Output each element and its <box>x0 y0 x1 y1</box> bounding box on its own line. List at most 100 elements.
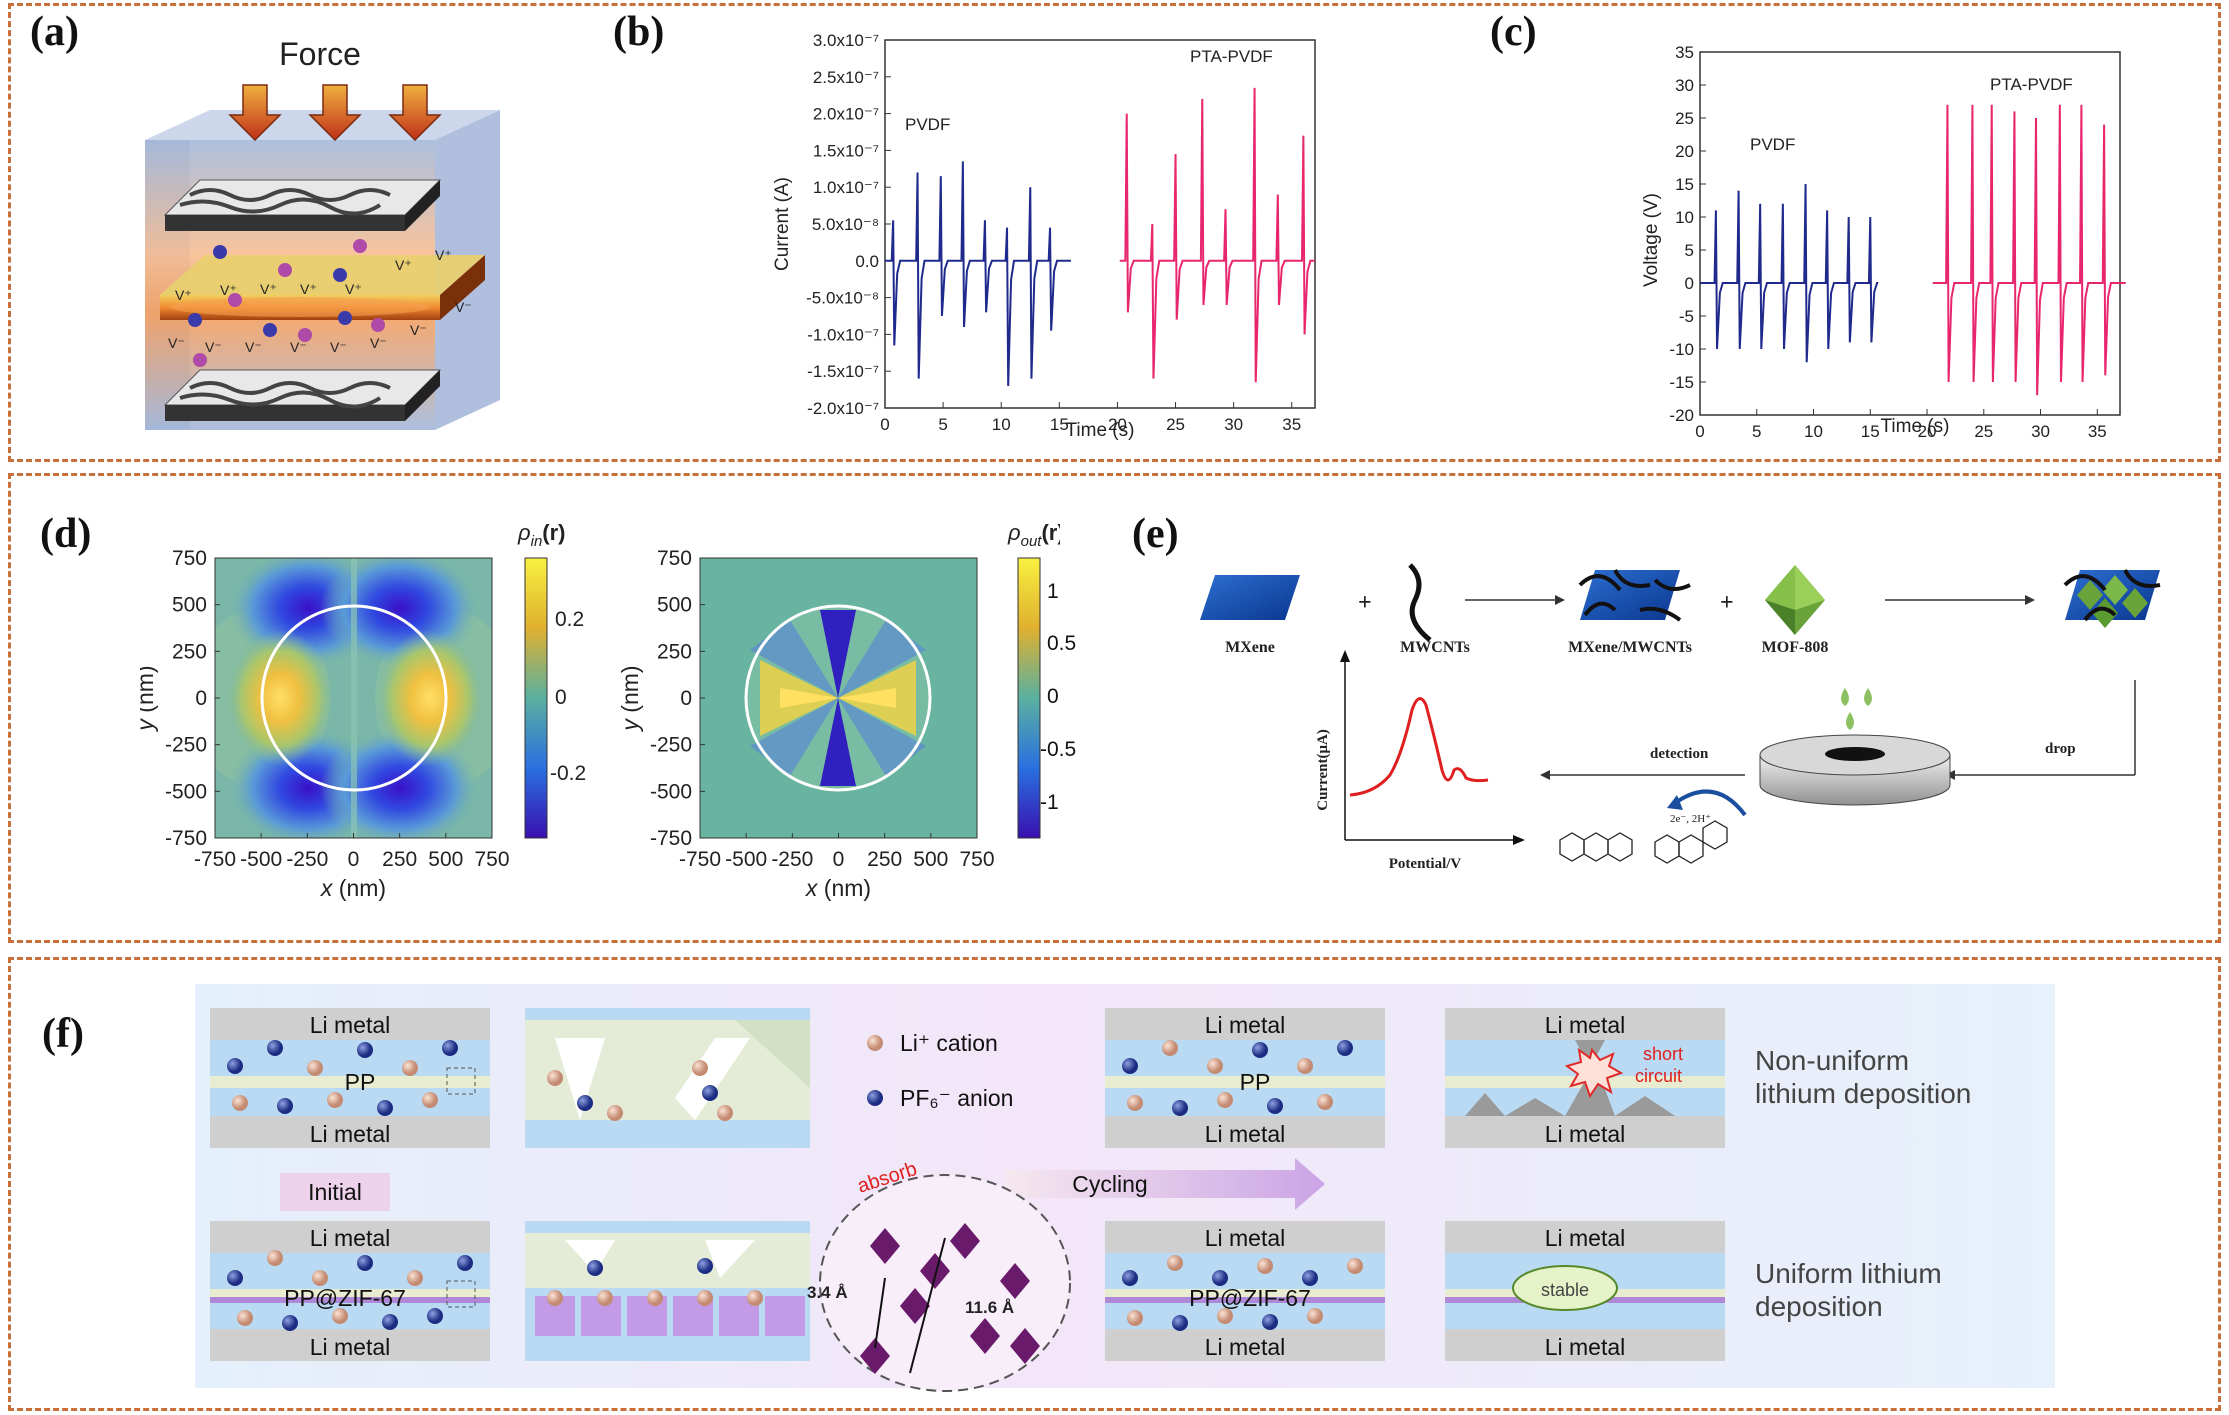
y-axis-title: Voltage (V) <box>1641 193 1662 287</box>
svg-text:-0.2: -0.2 <box>550 762 586 785</box>
panel-label-d: (d) <box>40 511 92 557</box>
svg-text:Li metal: Li metal <box>1205 1225 1286 1251</box>
piezo-film <box>160 255 485 320</box>
x-tick-label: 750 <box>474 848 509 871</box>
svg-text:V⁻: V⁻ <box>290 339 307 355</box>
y-tick-label: 20 <box>1675 142 1694 161</box>
y-tick-label: 500 <box>172 594 207 617</box>
panel-label-c: (c) <box>1490 9 1537 55</box>
x-tick-label: 25 <box>1166 415 1185 434</box>
svg-text:Li metal: Li metal <box>1545 1121 1626 1147</box>
x-tick-label: 15 <box>1861 422 1880 441</box>
cell-pp-cycled: Li metal Li metal PP <box>1105 1008 1385 1148</box>
x-tick-label: -750 <box>194 848 236 871</box>
panel-label-e: (e) <box>1132 511 1179 557</box>
ion-legend: Li⁺ cation PF₆⁻ anion <box>867 1030 1013 1111</box>
y-tick-label: -1.0x10⁻⁷ <box>807 325 879 344</box>
y-tick-label: 30 <box>1675 76 1694 95</box>
cell-pp-zif67-initial: Li metal Li metal PP@ZIF-67 <box>210 1221 490 1361</box>
svg-text:Uniform lithium: Uniform lithium <box>1755 1258 1942 1289</box>
molecule-quinone <box>1559 832 1633 862</box>
svg-text:Li metal: Li metal <box>1205 1012 1286 1038</box>
svg-text:MOF-808: MOF-808 <box>1762 639 1829 656</box>
ion-particle <box>237 1310 253 1326</box>
colorbar-left <box>524 557 548 839</box>
svg-text:V⁺: V⁺ <box>300 281 317 297</box>
svg-text:MXene: MXene <box>1225 639 1275 656</box>
cbar-right-tick: -0.5 <box>1040 738 1077 761</box>
svg-text:0: 0 <box>555 686 567 709</box>
x-tick-label: 5 <box>938 415 947 434</box>
y-tick-label: 0 <box>1685 274 1694 293</box>
ion-particle <box>647 1290 663 1306</box>
svg-text:PP: PP <box>1240 1069 1271 1095</box>
ion-particle <box>1267 1098 1283 1114</box>
svg-text:Non-uniform: Non-uniform <box>1755 1045 1909 1076</box>
svg-text:V⁺: V⁺ <box>220 282 237 298</box>
plot-frame <box>884 39 1316 409</box>
x-tick-label: -250 <box>286 848 328 871</box>
svg-text:lithium deposition: lithium deposition <box>1755 1078 1971 1109</box>
ion-particle <box>1217 1092 1233 1108</box>
ion-particle <box>407 1270 423 1286</box>
x-tick-label: 250 <box>382 848 417 871</box>
cv-curve <box>1349 697 1489 797</box>
drop-icon <box>1841 688 1872 730</box>
x-tick-label: 30 <box>1224 415 1243 434</box>
mxene-mwcnt-composite <box>1578 569 1691 622</box>
svg-text:detection: detection <box>1650 746 1709 762</box>
cell-pp-initial: Li metal Li metal PP <box>210 1008 490 1148</box>
ion-particle <box>357 1042 373 1058</box>
ion-particle <box>1262 1314 1278 1330</box>
charge-labels: V⁺ V⁺ V⁺ V⁺ V⁺ V⁺ V⁺ V⁻ V⁻ V⁻ V⁻ V⁻ V⁻ V… <box>168 247 472 355</box>
svg-text:V⁻: V⁻ <box>370 335 387 351</box>
x-tick-label: -250 <box>771 848 813 871</box>
rho-out-map <box>700 558 977 838</box>
rho-in-map <box>215 558 492 838</box>
short-circuit-icon <box>1564 1047 1624 1099</box>
ion-particle <box>1172 1100 1188 1116</box>
panel-label-f: (f) <box>42 1011 84 1057</box>
ion-particle <box>1347 1258 1363 1274</box>
svg-text:V⁻: V⁻ <box>455 299 472 315</box>
ion-particle <box>607 1105 623 1121</box>
x-tick-label: -500 <box>240 848 282 871</box>
y-tick-label: -10 <box>1669 340 1694 359</box>
ion-particle <box>747 1290 763 1306</box>
ion-particle <box>577 1095 593 1111</box>
x-tick-label: 30 <box>2031 422 2050 441</box>
y-tick-label: -500 <box>165 780 207 803</box>
y-tick-label: -5 <box>1679 307 1694 326</box>
y-tick-label: -15 <box>1669 373 1694 392</box>
y-tick-label: 250 <box>657 640 692 663</box>
redox-arrow <box>1673 789 1747 817</box>
ion-particle <box>1127 1310 1143 1326</box>
cell-pp-zif67-cycled: Li metal Li metal PP@ZIF-67 <box>1105 1221 1385 1361</box>
svg-text:0.2: 0.2 <box>555 608 584 631</box>
svg-text:short: short <box>1643 1044 1683 1064</box>
cell-pp-short-circuit: Li metal Li metal short circuit <box>1445 1008 1725 1148</box>
y-tick-label: 0 <box>680 687 692 710</box>
svg-text:+: + <box>1358 590 1372 616</box>
x-tick-label: -500 <box>725 848 767 871</box>
current-chart: 3.0x10⁻⁷2.5x10⁻⁷2.0x10⁻⁷1.5x10⁻⁷1.0x10⁻⁷… <box>772 31 1316 441</box>
x-axis-title: x (nm) <box>805 875 871 901</box>
frame-middle <box>8 473 2221 943</box>
series-label-pvdf: PVDF <box>905 115 950 134</box>
ion-particle <box>277 1098 293 1114</box>
x-tick-label: -750 <box>679 848 721 871</box>
separator-scheme: Li metal Li metal PP Li⁺ cation PF₆⁻ ani… <box>195 984 2055 1392</box>
svg-text:Current(μA): Current(μA) <box>1315 729 1331 811</box>
ion-particle <box>457 1255 473 1271</box>
svg-text:MWCNTs: MWCNTs <box>1400 639 1470 656</box>
y-tick-label: 0 <box>195 687 207 710</box>
cbar-right-tick: -1 <box>1040 791 1059 814</box>
force-label: Force <box>279 36 361 72</box>
svg-text:+: + <box>1720 590 1734 616</box>
y-tick-label: 2.5x10⁻⁷ <box>813 68 879 87</box>
y-tick-label: 1.0x10⁻⁷ <box>813 178 879 197</box>
y-axis-title: y (nm) <box>617 665 643 732</box>
x-axis-title: Time (s) <box>1881 416 1950 437</box>
y-tick-label: -5.0x10⁻⁸ <box>806 289 879 308</box>
svg-text:PP: PP <box>345 1069 376 1095</box>
